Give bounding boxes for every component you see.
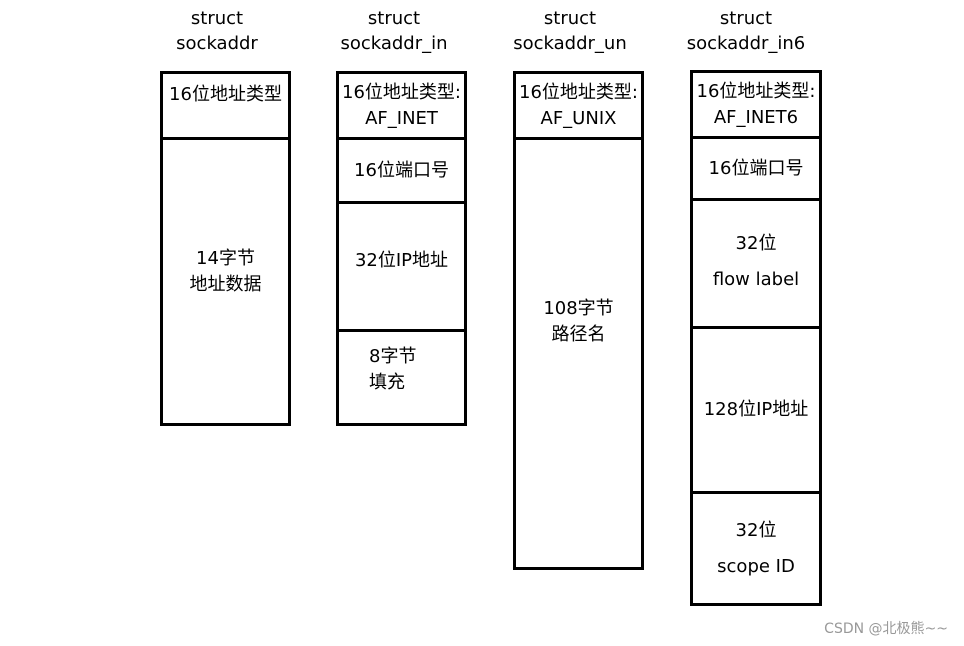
address-data-field: 14字节 地址数据 bbox=[163, 140, 288, 423]
ip-address-field: 32位IP地址 bbox=[339, 204, 464, 332]
path-name-field: 108字节 路径名 bbox=[516, 140, 641, 567]
field-label: 16位地址类型: bbox=[342, 81, 461, 103]
field-label: 路径名 bbox=[551, 324, 606, 345]
struct-sockaddr-in-title: struct sockaddr_in bbox=[309, 6, 479, 56]
field-label: 128位IP地址 bbox=[703, 399, 809, 420]
title-line: struct bbox=[367, 8, 421, 29]
address-family-field: 16位地址类型: AF_UNIX bbox=[516, 74, 641, 140]
field-label: 108字节 bbox=[543, 298, 614, 319]
sockaddr-struct-box: 16位地址类型 14字节 地址数据 bbox=[160, 71, 291, 426]
field-label: 16位地址类型: bbox=[519, 81, 638, 103]
field-label: AF_INET6 bbox=[713, 106, 799, 128]
field-label: 16位地址类型 bbox=[169, 84, 282, 105]
title-line: sockaddr_in6 bbox=[686, 33, 806, 54]
field-label: scope ID bbox=[717, 555, 795, 577]
field-label: AF_INET bbox=[365, 107, 438, 129]
field-label: 填充 bbox=[369, 372, 405, 393]
field-label: AF_UNIX bbox=[540, 107, 617, 129]
struct-sockaddr-in6-title: struct sockaddr_in6 bbox=[661, 6, 831, 56]
title-line: struct bbox=[543, 8, 597, 29]
field-label: 16位端口号 bbox=[354, 159, 449, 181]
title-line: sockaddr_un bbox=[513, 33, 627, 54]
field-label: 8字节 bbox=[369, 346, 417, 367]
sockaddr-un-struct-box: 16位地址类型: AF_UNIX 108字节 路径名 bbox=[513, 71, 644, 570]
field-label: 16位地址类型: bbox=[696, 80, 816, 102]
address-family-field: 16位地址类型: AF_INET6 bbox=[693, 73, 819, 139]
watermark: CSDN @北极熊~~ bbox=[824, 621, 948, 637]
field-label: 32位IP地址 bbox=[354, 250, 449, 271]
field-label: 32位 bbox=[735, 519, 777, 541]
ip-address-field: 128位IP地址 bbox=[693, 329, 819, 494]
field-label: 32位 bbox=[735, 233, 777, 254]
sockaddr-in-struct-box: 16位地址类型: AF_INET 16位端口号 32位IP地址 8字节 填充 bbox=[336, 71, 467, 426]
port-field: 16位端口号 bbox=[339, 140, 464, 204]
title-line: sockaddr bbox=[176, 33, 258, 54]
address-family-field: 16位地址类型: AF_INET bbox=[339, 74, 464, 140]
struct-sockaddr-un-title: struct sockaddr_un bbox=[485, 6, 655, 56]
field-label: flow label bbox=[712, 269, 800, 290]
port-field: 16位端口号 bbox=[693, 139, 819, 201]
flow-label-field: 32位 flow label bbox=[693, 201, 819, 329]
title-line: sockaddr_in bbox=[340, 33, 448, 54]
field-label: 16位端口号 bbox=[708, 157, 804, 179]
struct-sockaddr-title: struct sockaddr bbox=[132, 6, 302, 56]
sockaddr-in6-struct-box: 16位地址类型: AF_INET6 16位端口号 32位 flow label … bbox=[690, 70, 822, 606]
padding-field: 8字节 填充 bbox=[339, 332, 464, 423]
field-label: 14字节 bbox=[196, 248, 255, 269]
address-family-field: 16位地址类型 bbox=[163, 74, 288, 140]
field-label: 地址数据 bbox=[189, 274, 262, 295]
scope-id-field: 32位 scope ID bbox=[693, 494, 819, 603]
title-line: struct bbox=[190, 8, 244, 29]
title-line: struct bbox=[719, 8, 773, 29]
